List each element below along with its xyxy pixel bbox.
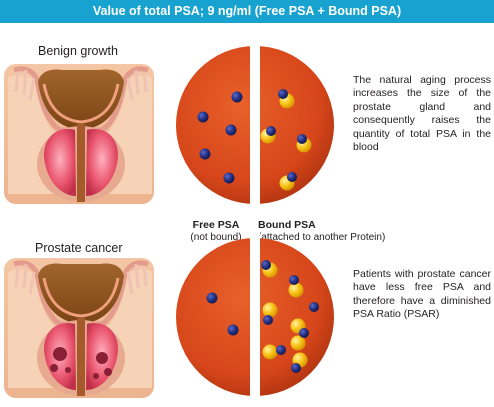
benign-prostate-illustration	[4, 64, 154, 204]
cancer-prostate-illustration	[4, 258, 154, 398]
cancer-plasma-circle	[176, 232, 334, 404]
benign-plasma-circle	[176, 40, 334, 212]
